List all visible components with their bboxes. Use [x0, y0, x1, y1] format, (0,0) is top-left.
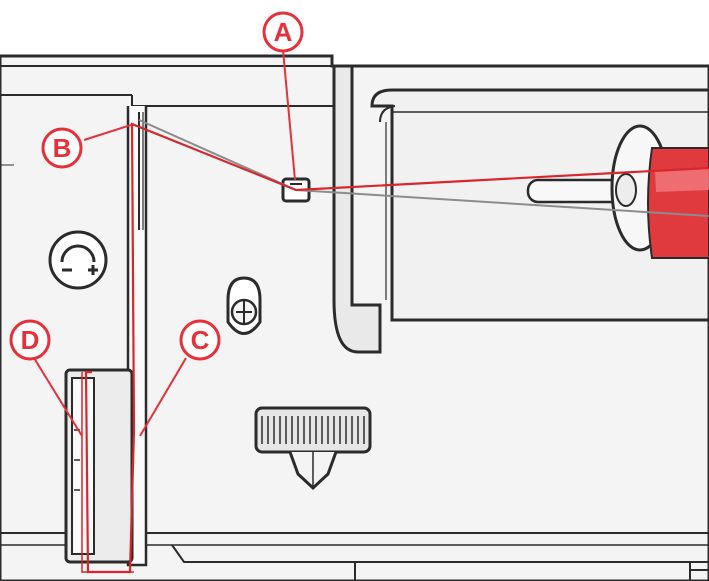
- svg-text:B: B: [53, 133, 72, 163]
- spool-housing: [332, 64, 382, 354]
- callout-a-leader: [282, 49, 296, 181]
- callout-c: C: [179, 319, 221, 361]
- thread-path-red: [84, 122, 709, 574]
- callout-b-leader: [83, 123, 135, 141]
- spool-cap-hub: [615, 173, 637, 207]
- svg-text:C: C: [191, 325, 210, 355]
- callout-a: A: [262, 11, 304, 53]
- stitch-selector-icon: [48, 230, 108, 290]
- tension-slot: [71, 377, 95, 555]
- thread-spool-highlight: [655, 168, 709, 192]
- callout-c-leader: [139, 357, 187, 437]
- callout-d-leader: [33, 357, 83, 437]
- base-foot: [689, 562, 709, 581]
- callout-d: D: [9, 319, 51, 361]
- handwheel-knob-icon: [254, 406, 372, 491]
- bobbin-winder-pin-icon: [226, 276, 262, 335]
- thread-path-red-loop: [81, 372, 134, 573]
- svg-text:A: A: [274, 17, 293, 47]
- spool-recess-lip: [379, 105, 396, 123]
- svg-text:D: D: [21, 325, 40, 355]
- callout-b: B: [41, 127, 83, 169]
- thread-spool: [647, 147, 709, 259]
- base-plate: [171, 544, 709, 563]
